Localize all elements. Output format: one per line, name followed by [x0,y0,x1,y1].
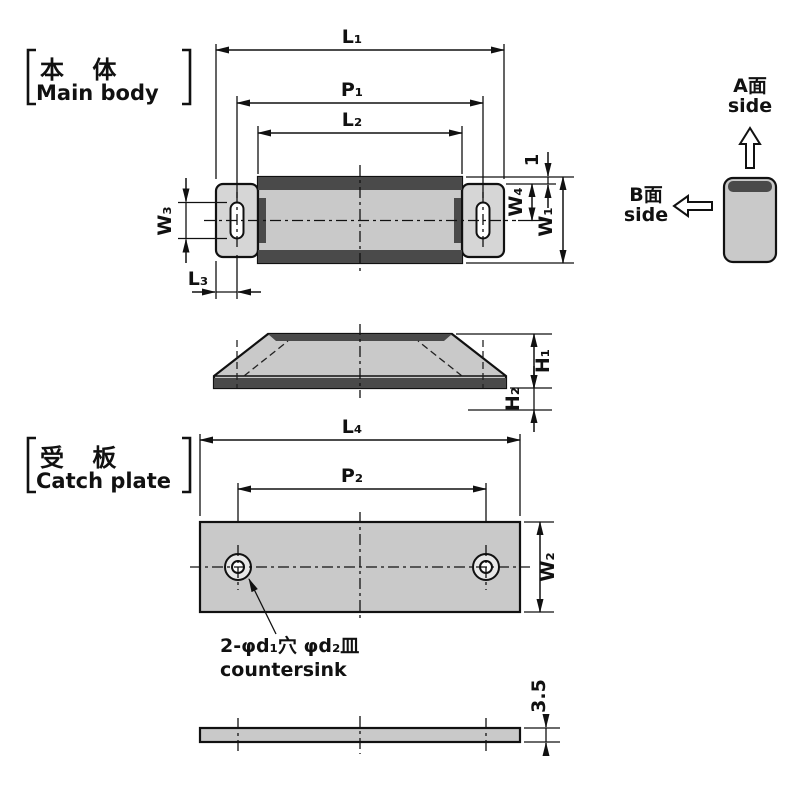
dim-L2: L₂ [257,109,463,174]
dim-label-H1: H₁ [532,349,554,373]
dim-label-W2: W₂ [537,552,559,581]
face-direction-view: A面 side B面 side [624,75,778,264]
catch-plate-top-view [190,512,530,622]
catch-plate-edge-view [198,716,522,754]
dim-L3: L₃ [188,255,261,299]
dim-label-W1: W₁ [535,207,557,236]
close-bracket [182,436,192,494]
b-face-label-jp: B面 [629,184,662,206]
dim-W4: W₄ [505,183,536,222]
main-body-side-view [212,324,508,398]
dim-thickness: 3.5 [524,679,560,756]
open-bracket [26,48,36,106]
dim-label-P1: P₁ [341,79,363,101]
dim-W2: W₂ [524,521,559,613]
main-body-title-en: Main body [36,81,159,105]
main-body-title: 本 体 Main body [26,48,192,106]
dim-H2: H₂ [468,366,552,432]
dim-label-L3: L₃ [188,268,208,290]
a-face-label-jp: A面 [733,75,767,97]
right-pole-piece [454,198,461,243]
main-body-top-view [204,165,516,275]
case-top-band [258,177,462,190]
dim-P2: P₂ [237,465,487,550]
catch-plate-title: 受 板 Catch plate [26,436,192,494]
dim-label-W3: W₃ [154,206,176,235]
end-view-body [722,176,778,264]
a-face-arrow-icon [738,126,762,169]
dim-offset-1: 1 [522,152,552,208]
dim-label-1: 1 [522,154,543,167]
close-bracket [182,48,192,106]
dim-label-W4: W₄ [505,187,527,216]
a-face-label-en: side [728,95,772,117]
b-face-arrow-icon [672,194,713,218]
dim-label-L2: L₂ [342,109,362,131]
end-view-top-band [728,181,772,192]
dim-W1: W₁ [535,176,567,264]
dim-label-H2: H₂ [502,387,524,411]
dim-W3: W₃ [154,178,227,263]
dim-label-L1: L₁ [342,26,362,48]
countersink-note: 2-φd₁穴 φd₂皿 countersink [220,578,359,681]
dim-L1: L₁ [215,26,505,179]
dim-H1: H₁ [456,333,554,389]
left-pole-piece [259,198,266,243]
dim-label-P2: P₂ [341,465,363,487]
side-top-band [268,334,452,341]
hole-note-jp: 2-φd₁穴 φd₂皿 [220,634,359,657]
open-bracket [26,436,36,494]
main-body-title-jp: 本 体 [40,56,126,84]
catch-plate-title-jp: 受 板 [40,444,126,472]
dim-label-L4: L₄ [342,416,362,438]
dim-P1: P₁ [236,79,484,198]
catch-plate-title-en: Catch plate [36,469,171,493]
dim-label-thickness: 3.5 [528,679,550,713]
b-face-label-en: side [624,204,668,226]
hole-note-en: countersink [220,659,347,681]
dim-L4: L₄ [199,416,521,516]
